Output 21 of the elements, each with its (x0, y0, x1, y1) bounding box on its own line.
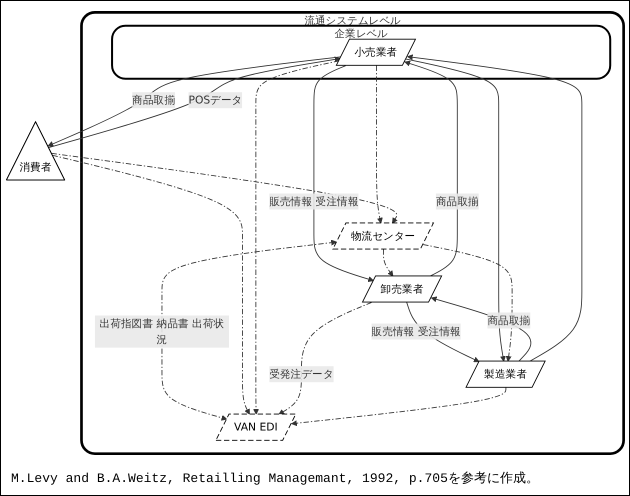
arrow (313, 65, 374, 282)
edge-label: 販売情報 受注情報 (269, 194, 359, 208)
edge-label: POSデータ (188, 94, 242, 106)
arrow (430, 296, 532, 362)
arrow (404, 60, 458, 277)
arrow (51, 152, 398, 224)
arrow (382, 249, 394, 277)
arrow (422, 244, 513, 362)
edge-label: 商品取揃 (132, 94, 176, 106)
edge-label: 出荷指図書 納品書 出荷状況 (100, 316, 224, 346)
arrow (52, 154, 250, 415)
edge-label: 商品取揃 (436, 194, 479, 208)
edge-label: 受発注データ (269, 367, 334, 380)
arrow (253, 60, 340, 415)
caption: M.Levy and B.A.Weitz, Retailling Managemant, 1992, p.705を参考に作成。 (10, 470, 540, 488)
arrow (162, 240, 337, 421)
edge-label: 販売情報 受注情報 (372, 324, 461, 338)
arrow (278, 302, 372, 415)
arrow (376, 65, 383, 224)
arrow (291, 387, 506, 426)
edge-label: 商品取揃 (487, 314, 530, 326)
